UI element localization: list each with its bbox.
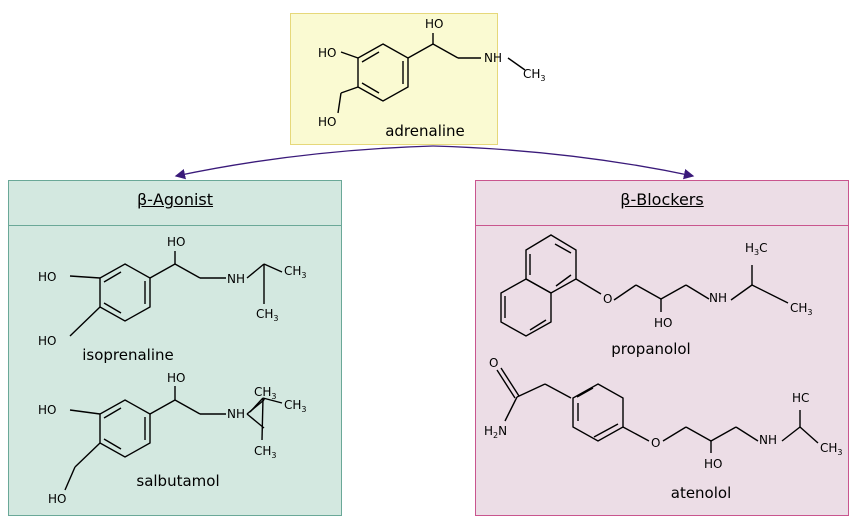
salbutamol-name: salbutamol — [136, 472, 219, 490]
adrenaline-box — [290, 13, 498, 145]
atenolol-name: atenolol — [671, 484, 732, 502]
salbutamol-structure — [64, 386, 283, 491]
beta-agonist-panel: β-Agonist — [8, 180, 342, 516]
adrenaline-structure — [340, 33, 526, 102]
methyl-label: CH3 — [254, 444, 277, 460]
methyl-label: CH3 — [254, 385, 277, 401]
hydroxyl-label: HO — [425, 17, 443, 31]
ether-oxygen-label: O — [651, 436, 660, 450]
amine-label: NH — [227, 272, 245, 286]
hydroxyl-label: HO — [704, 457, 722, 471]
methyl-label: CH3 — [284, 398, 307, 414]
beta-agonist-title: β-Agonist — [136, 190, 214, 209]
adrenaline-atoms: HO NH CH3 HO HO adrenaline — [318, 17, 546, 140]
isoprenaline-atoms: HO HO HO NH CH3 CH3 isoprenaline — [38, 235, 307, 364]
methyl-label: HC — [792, 391, 809, 405]
amide-nitrogen-label: H2N — [484, 424, 507, 440]
adrenaline-name: adrenaline — [385, 122, 465, 140]
methyl-label: CH3 — [284, 264, 307, 280]
arrow-to-blockers — [432, 145, 695, 180]
salbutamol-atoms: HO HO HO NH CH3 CH3 CH3 salbutamol — [38, 371, 307, 506]
isoprenaline-structure — [69, 251, 283, 337]
hydroxyl-label: HO — [318, 115, 336, 129]
amine-label: NH — [227, 407, 245, 421]
amine-label: NH — [709, 291, 727, 305]
propanolol-structure — [500, 234, 789, 337]
connector-arrows — [174, 145, 695, 180]
beta-blockers-panel: β-Blockers — [475, 180, 849, 516]
atenolol-atoms: O H2N O HO NH HC CH3 atenolol — [484, 356, 843, 502]
ether-oxygen-label: O — [603, 292, 612, 306]
carbonyl-oxygen-label: O — [489, 356, 498, 370]
amine-label: NH — [759, 433, 777, 447]
hydroxyl-label: HO — [318, 46, 336, 60]
hydroxyl-label: HO — [38, 334, 56, 348]
beta-agonist-header: β-Agonist — [9, 181, 341, 226]
hydroxyl-label: HO — [167, 371, 185, 385]
arrow-to-agonist — [174, 145, 434, 180]
methyl-label: H3C — [745, 241, 768, 257]
beta-blockers-title: β-Blockers — [620, 190, 704, 209]
amine-label: NH — [484, 51, 502, 65]
beta-blockers-header: β-Blockers — [476, 181, 848, 226]
isoprenaline-name: isoprenaline — [82, 346, 174, 364]
methyl-label: CH3 — [790, 301, 813, 317]
adrenaline-bond-extra — [337, 92, 342, 114]
propanolol-atoms: O HO NH H3C CH3 propanolol — [603, 241, 813, 358]
hydroxyl-label: HO — [654, 316, 672, 330]
hydroxyl-label: HO — [48, 492, 66, 506]
hydroxyl-label: HO — [38, 403, 56, 417]
hydroxyl-label: HO — [167, 235, 185, 249]
atenolol-structure — [496, 367, 819, 453]
methyl-label: CH3 — [256, 307, 279, 323]
methyl-label: CH3 — [523, 67, 546, 83]
propanolol-name: propanolol — [611, 340, 690, 358]
hydroxyl-label: HO — [38, 270, 56, 284]
methyl-label: CH3 — [820, 441, 843, 457]
